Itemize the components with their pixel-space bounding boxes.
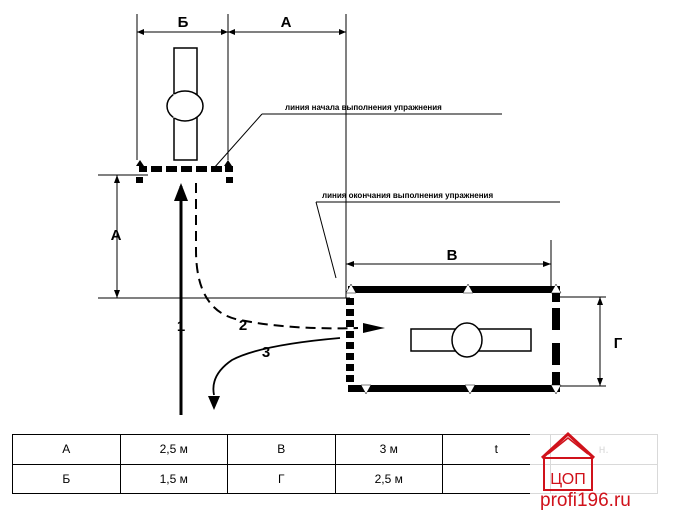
car-garage-cabin xyxy=(451,322,483,358)
dim-a-side-arrow-bottom xyxy=(114,290,120,298)
path-3-line xyxy=(212,337,341,396)
path-1-label: 1 xyxy=(177,318,185,335)
dim-v-arrow-left xyxy=(346,261,354,267)
finish-line-leader xyxy=(315,201,337,279)
path-2-label: 2 xyxy=(239,317,247,334)
table-cell: 2,5 м xyxy=(119,434,228,465)
garage-box xyxy=(345,283,562,395)
watermark-text: profi196.ru xyxy=(540,490,631,511)
watermark-logo: ЦОП xyxy=(530,428,680,514)
table-cell: Б xyxy=(12,463,121,494)
dim-label-g: Г xyxy=(614,335,623,352)
finish-line-label: линия окончания выполнения упражнения xyxy=(322,191,493,200)
dim-label-v: В xyxy=(447,247,458,264)
table-cell: 1,5 м xyxy=(119,463,228,494)
table-cell: А xyxy=(12,434,121,465)
path-1-arrowhead xyxy=(174,183,188,201)
dim-label-b: Б xyxy=(178,14,189,31)
logo-text: ЦОП xyxy=(550,471,585,488)
dim-b-arrow-right xyxy=(221,29,228,35)
table-cell: 3 м xyxy=(334,434,443,465)
path-2-arrowhead xyxy=(363,323,385,333)
path-3-arrowhead xyxy=(208,396,220,410)
path-3-label: 3 xyxy=(262,344,270,361)
dim-b-arrow-left xyxy=(137,29,144,35)
table-cell: В xyxy=(227,434,336,465)
dim-g-arrow-top xyxy=(597,297,603,305)
dim-label-a-top: А xyxy=(281,14,292,31)
dim-g-arrow-bottom xyxy=(597,378,603,386)
start-line-label: линия начала выполнения упражнения xyxy=(285,103,442,112)
house-icon xyxy=(540,431,596,460)
dim-a-side-arrow-top xyxy=(114,175,120,183)
start-line-leader xyxy=(213,113,263,169)
path-2-line xyxy=(195,183,359,330)
car-start-cabin xyxy=(166,90,204,122)
dim-v-arrow-right xyxy=(543,261,551,267)
dim-a-arrow-left xyxy=(228,29,235,35)
dim-a-arrow-right xyxy=(339,29,346,35)
start-line xyxy=(136,160,233,183)
dim-label-a-side: А xyxy=(111,227,122,244)
table-cell: Г xyxy=(227,463,336,494)
table-cell: 2,5 м xyxy=(334,463,443,494)
